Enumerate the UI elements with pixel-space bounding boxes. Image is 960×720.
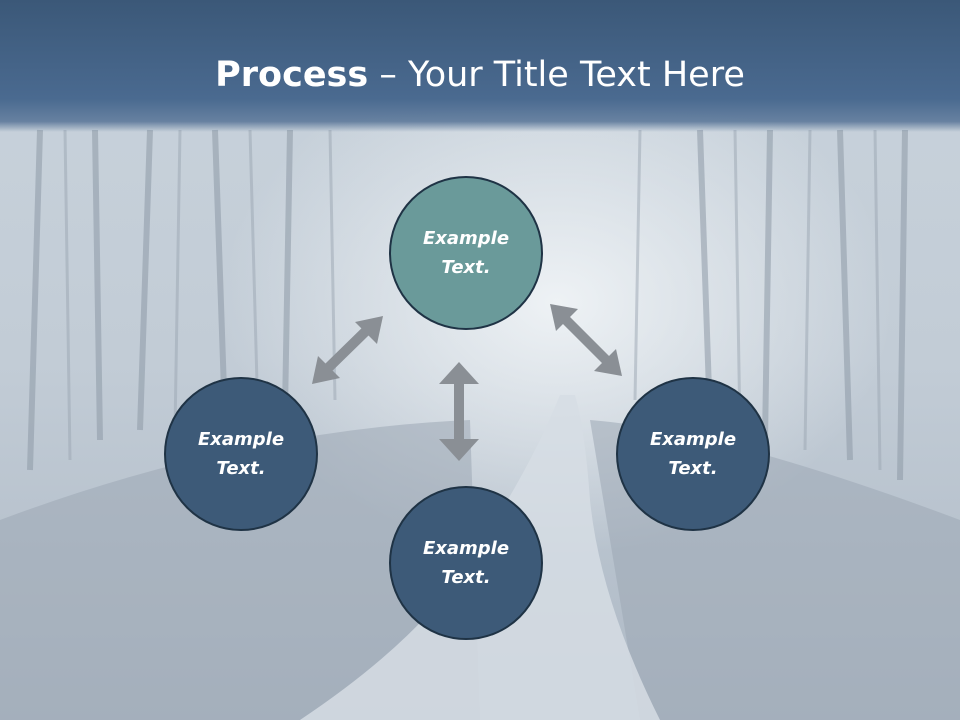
process-node-right: Example Text. [616, 377, 770, 531]
process-node-top: Example Text. [389, 176, 543, 330]
process-node-bottom: Example Text. [389, 486, 543, 640]
title-bold: Process [215, 55, 369, 95]
title-rest: – Your Title Text Here [368, 55, 745, 95]
node-bottom-label: Example Text. [422, 538, 510, 588]
arrow-right-top-double [550, 304, 622, 376]
slide-title: Process – Your Title Text Here [0, 50, 960, 100]
arrow-vertical-double [439, 362, 479, 461]
process-node-left: Example Text. [164, 377, 318, 531]
node-right-label: Example Text. [649, 429, 737, 479]
node-top-label: Example Text. [422, 228, 510, 278]
arrow-left-top-double [312, 316, 383, 384]
title-banner [0, 0, 960, 132]
node-left-label: Example Text. [197, 429, 285, 479]
